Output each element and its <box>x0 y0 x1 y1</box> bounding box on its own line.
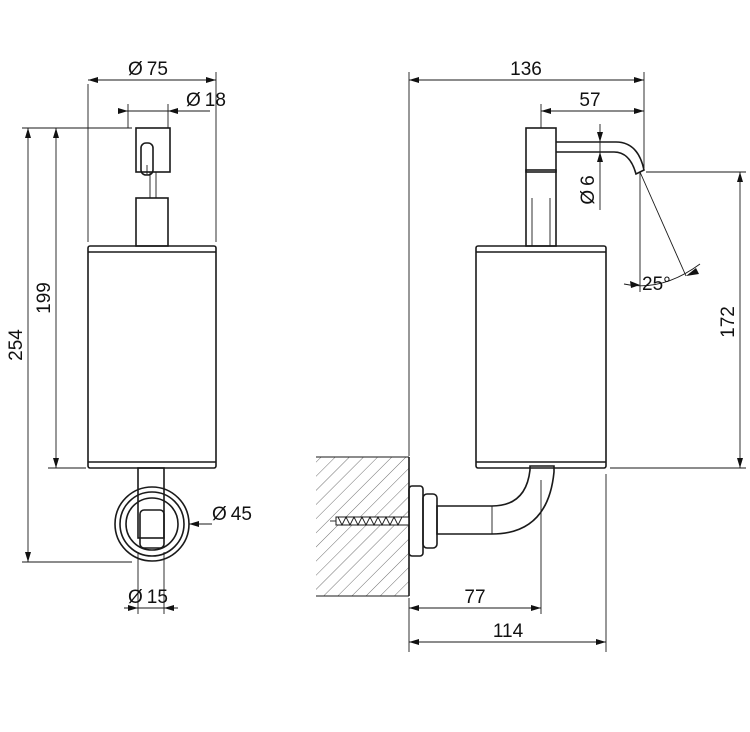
side-pump-head <box>525 127 557 173</box>
dim-side-arm-depth-77: 77 <box>464 587 485 608</box>
side-pump-stem <box>525 169 557 247</box>
side-view: 136 57 Ø6 25° 172 77 <box>316 59 746 652</box>
side-container-body <box>475 245 607 469</box>
dim-side-height-172: 172 <box>718 306 739 338</box>
wall-section <box>316 457 409 596</box>
dim-side-reach-57: 57 <box>579 90 600 111</box>
front-support-arm <box>137 467 165 539</box>
front-container-body <box>87 245 217 469</box>
wall-screw <box>330 515 410 527</box>
dim-side-diameter-6: Ø6 <box>578 175 599 204</box>
dim-side-body-depth-114: 114 <box>493 621 524 642</box>
dim-front-height-254: 254 <box>6 329 27 361</box>
side-wall-flange <box>408 485 424 557</box>
side-support-arm <box>436 465 555 535</box>
dim-side-depth-136: 136 <box>510 59 542 80</box>
dim-side-angle-25: 25° <box>642 274 671 295</box>
front-pump-stem <box>135 197 169 247</box>
dim-front-height-199: 199 <box>34 282 55 314</box>
